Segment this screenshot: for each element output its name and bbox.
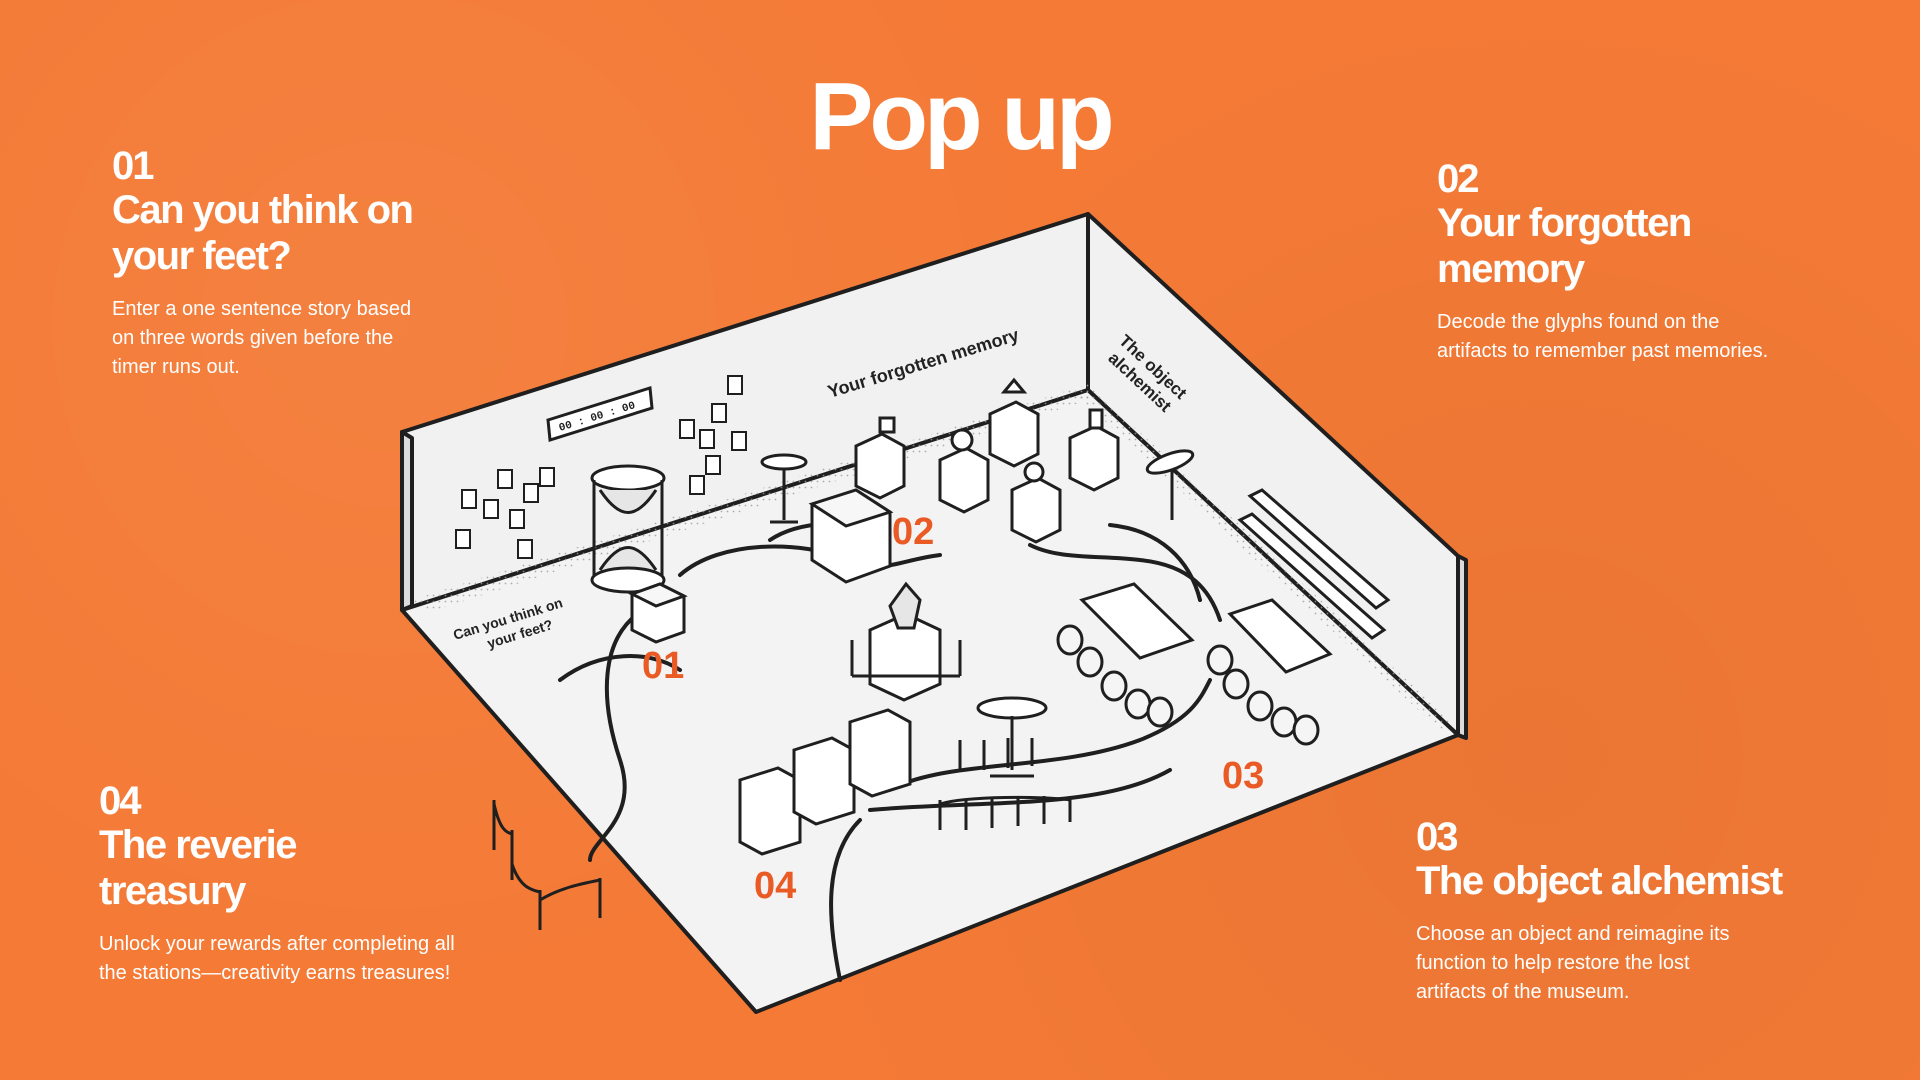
hourglass-icon [590, 464, 666, 594]
description-line: Unlock your rewards after completing all [99, 933, 455, 955]
station-number: 02 [1437, 157, 1480, 201]
description-line: Decode the glyphs found on the [1437, 311, 1720, 333]
station-title-line: treasury [99, 869, 246, 913]
description-line: Enter a one sentence story based [112, 298, 412, 320]
station-badge-01: 01 [642, 645, 684, 687]
sticky-notes [455, 375, 747, 559]
station-description: Unlock your rewards after completing all… [99, 930, 539, 988]
station-04-lockers [738, 708, 912, 856]
description-line: on three words given before the [112, 327, 394, 349]
floor-paths [558, 521, 1222, 982]
station-title: Your forgotten memory [1437, 200, 1817, 292]
station-description: Decode the glyphs found on the artifacts… [1437, 308, 1817, 366]
description-line: artifacts of the museum. [1416, 981, 1630, 1003]
description-line: the stations—creativity earns treasures! [99, 962, 451, 984]
station-03-shelf [1237, 488, 1391, 640]
station-number: 01 [112, 144, 155, 188]
station-01-info: 01 Can you think on your feet? Enter a o… [112, 145, 472, 382]
station-badge-03: 03 [1222, 755, 1264, 797]
station-number: 03 [1416, 815, 1459, 859]
station-title: The object alchemist [1416, 858, 1856, 904]
station-title-line: Can you think on [112, 188, 414, 232]
station-04-info: 04 The reverie treasury Unlock your rewa… [99, 780, 539, 988]
station-03-info: 03 The object alchemist Choose an object… [1416, 816, 1856, 1007]
description-line: function to help restore the lost [1416, 952, 1690, 974]
bar-table [760, 449, 1195, 778]
station-title-line: memory [1437, 247, 1585, 291]
station-title: Can you think on your feet? [112, 187, 472, 279]
stanchion-barrier [492, 738, 1072, 930]
station-description: Enter a one sentence story based on thre… [112, 295, 472, 382]
wall-shadow [412, 384, 1088, 612]
station-number: 04 [99, 779, 142, 823]
station-03-tables [1056, 582, 1333, 746]
station-02-counter [808, 488, 894, 584]
room-walls [400, 212, 1468, 1014]
page-title: Pop up [809, 63, 1114, 170]
description-line: artifacts to remember past memories. [1437, 340, 1769, 362]
station-badge-02: 02 [892, 511, 934, 553]
station-02-info: 02 Your forgotten memory Decode the glyp… [1437, 158, 1817, 366]
station-title-line: The object alchemist [1416, 859, 1783, 903]
description-line: Choose an object and reimagine its [1416, 923, 1730, 945]
station-01-kiosk [628, 582, 688, 644]
station-02-pedestals [854, 377, 1120, 544]
station-description: Choose an object and reimagine its funct… [1416, 920, 1856, 1007]
station-badge-04: 04 [754, 865, 796, 907]
station-title-line: your feet? [112, 234, 292, 278]
station-title-line: The reverie [99, 823, 297, 867]
central-display [850, 581, 962, 702]
description-line: timer runs out. [112, 356, 240, 378]
station-title-line: Your forgotten [1437, 201, 1692, 245]
station-title: The reverie treasury [99, 822, 539, 914]
